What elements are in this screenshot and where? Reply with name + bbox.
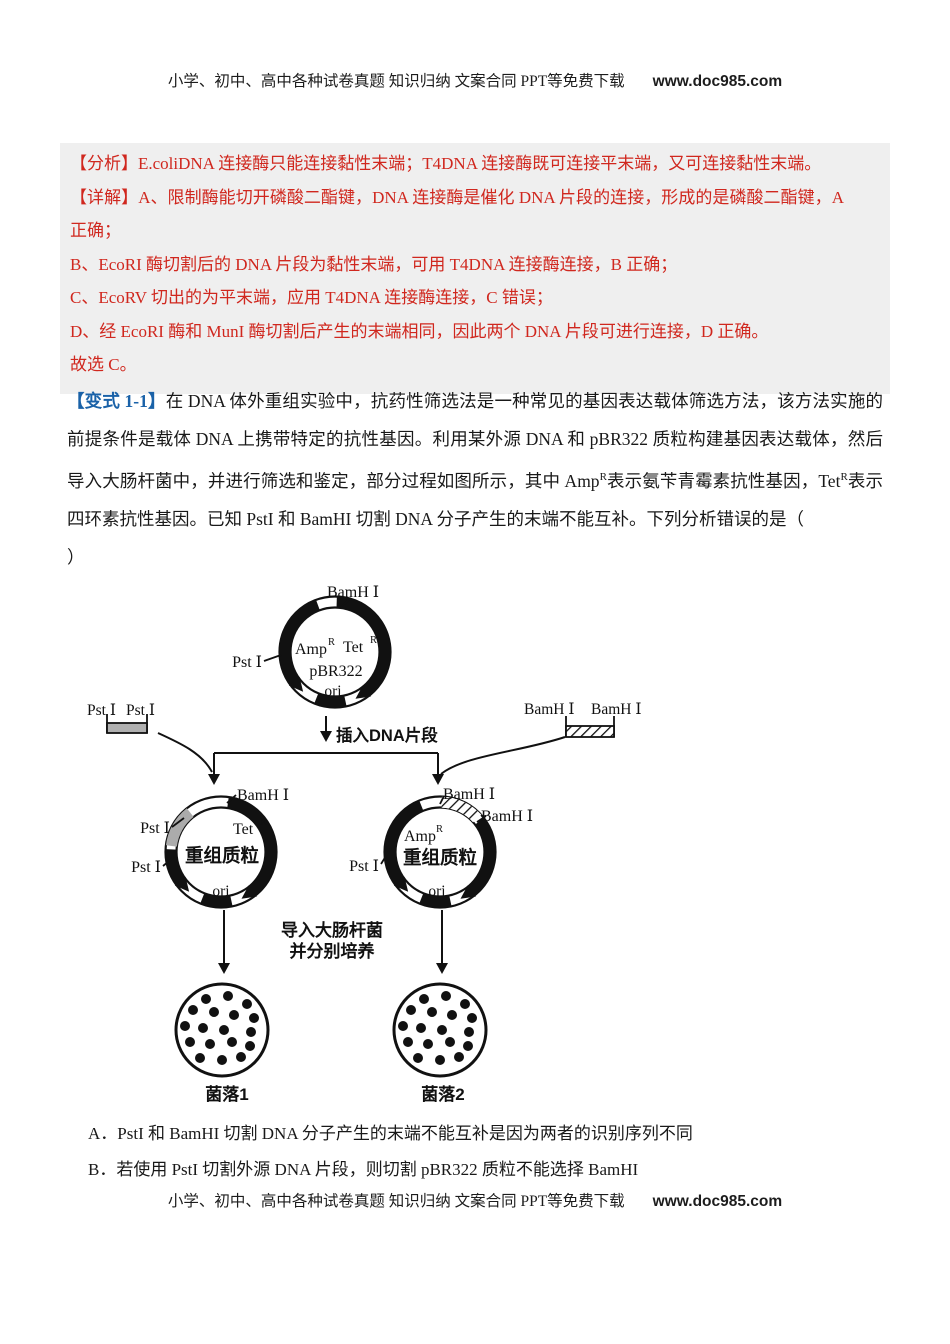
ori-label-right-recomb: ori: [428, 883, 446, 900]
stem-part3: 表示四环素抗性基因。已知 PstI 和 BamHI 切割 DNA 分子产生的末端…: [67, 470, 884, 529]
tet-gene-sup-recomb: R: [260, 817, 267, 828]
bamhi-site-label-top-plasmid: BamH Ⅰ: [327, 584, 379, 601]
amp-gene-label: Amp: [295, 641, 327, 658]
option-a-label: A．: [88, 1124, 118, 1143]
transform-caption-line2: 并分别培养: [290, 941, 376, 961]
footer-text: 小学、初中、高中各种试卷真题 知识归纳 文案合同 PPT等免费下载: [167, 1193, 625, 1210]
transform-caption-line1: 导入大肠杆菌: [281, 920, 383, 940]
analysis-paragraph: 【分析】E.coliDNA 连接酶只能连接黏性末端；T4DNA 连接酶既可连接平…: [70, 147, 844, 181]
bamhi-site-label-right-recomb-2: BamH Ⅰ: [481, 808, 533, 825]
ori-label-top-plasmid: ori: [324, 683, 342, 700]
bamhi-site-label-right-recomb-1: BamH Ⅰ: [443, 786, 495, 803]
junction-connectors: [157, 732, 566, 785]
plate1-label: 菌落1: [205, 1085, 248, 1104]
ori-label-left-recomb: ori: [212, 883, 230, 900]
option-b-label: B．: [88, 1160, 117, 1179]
question-stem: 【变式 1-1】在 DNA 体外重组实验中，抗药性筛选法是一种常见的基因表达载体…: [67, 382, 883, 576]
psti-end-label-1: Pst Ⅰ: [87, 702, 116, 719]
explanation-item-d: D、经 EcoRI 酶和 MunI 酶切割后产生的末端相同，因此两个 DNA 片…: [70, 321, 769, 341]
insert-caption: 插入DNA片段: [336, 725, 438, 745]
variant-tag: 【变式 1-1】: [67, 391, 166, 411]
header-site-url: www.doc985.com: [652, 73, 783, 90]
option-a: A．PstI 和 BamHI 切割 DNA 分子产生的末端不能互补是因为两者的识…: [88, 1119, 693, 1144]
analysis-tag: 【分析】: [70, 154, 138, 173]
colony-plate-1: 菌落1: [174, 982, 270, 1104]
pbr322-plasmid-map: BamH Ⅰ Pst Ⅰ Amp R Tet R pBR322 ori: [232, 584, 392, 709]
footer-site-url: www.doc985.com: [652, 1193, 783, 1210]
explanation-item-a: 【详解】A、限制酶能切开磷酸二酯键，DNA 连接酶是催化 DNA 片段的连接，形…: [70, 181, 844, 248]
tet-gene-sup: R: [370, 635, 377, 646]
page-header: 小学、初中、高中各种试卷真题 知识归纳 文案合同 PPT等免费下载 www.doc…: [0, 69, 950, 91]
analysis-text: E.coliDNA 连接酶只能连接黏性末端；T4DNA 连接酶既可连接平末端，又…: [138, 154, 822, 173]
recombinant-plasmid-amp: BamH Ⅰ BamH Ⅰ Pst Ⅰ Amp R 重组质粒 ori: [349, 786, 533, 909]
option-a-text: PstI 和 BamHI 切割 DNA 分子产生的末端不能互补是因为两者的识别序…: [117, 1124, 693, 1143]
stem-part2: 表示氨苄青霉素抗性基因，Tet: [606, 470, 841, 491]
stem-close-paren: ）: [67, 546, 85, 567]
explanation-tag: 【详解】: [70, 187, 139, 207]
tet-gene-label-recomb: Tet: [233, 821, 254, 838]
psti-site-label-right-recomb: Pst Ⅰ: [349, 858, 379, 875]
amp-gene-sup-recomb: R: [436, 824, 443, 835]
stem-part1: 在 DNA 体外重组实验中，抗药性筛选法是一种常见的基因表达载体筛选方法，该方法…: [67, 391, 883, 491]
option-b: B．若使用 PstI 切割外源 DNA 片段，则切割 pBR322 质粒不能选择…: [88, 1155, 638, 1180]
insert-step: 插入DNA片段: [320, 716, 438, 745]
psti-dna-fragment: Pst Ⅰ Pst Ⅰ: [87, 702, 155, 734]
transformation-step: 导入大肠杆菌 并分别培养: [218, 910, 448, 974]
explanation-item-b: B、EcoRI 酶切割后的 DNA 片段为黏性末端，可用 T4DNA 连接酶连接…: [70, 254, 678, 274]
explanation-conclusion: 故选 C。: [70, 355, 137, 374]
tet-superscript: R: [840, 471, 848, 483]
amp-gene-sup: R: [328, 637, 335, 648]
answer-analysis-block: 【分析】E.coliDNA 连接酶只能连接黏性末端；T4DNA 连接酶既可连接平…: [60, 143, 890, 394]
bamhi-dna-fragment: BamH Ⅰ BamH Ⅰ: [524, 701, 641, 738]
psti-site-label-left-recomb-lower: Pst Ⅰ: [131, 859, 161, 876]
explanation-item-c: C、EcoRV 切出的为平末端，应用 T4DNA 连接酶连接，C 错误；: [70, 288, 553, 307]
amp-gene-label-recomb: Amp: [404, 828, 436, 845]
plasmid-construction-diagram: BamH Ⅰ Pst Ⅰ Amp R Tet R pBR322 ori Pst …: [87, 584, 641, 1104]
explanation-a-text: A、限制酶能切开磷酸二酯键，DNA 连接酶是催化 DNA 片段的连接，形成的是磷…: [70, 187, 845, 241]
option-b-text: 若使用 PstI 切割外源 DNA 片段，则切割 pBR322 质粒不能选择 B…: [116, 1160, 639, 1179]
recombinant-plasmid-tet: BamH Ⅰ Pst Ⅰ Pst Ⅰ Tet R 重组质粒 ori: [131, 787, 289, 909]
bamhi-end-label-2: BamH Ⅰ: [591, 701, 641, 718]
tet-gene-label: Tet: [343, 639, 364, 656]
psti-site-label-left-recomb-upper: Pst Ⅰ: [140, 820, 170, 837]
bamhi-end-label-1: BamH Ⅰ: [524, 701, 574, 718]
page-footer: 小学、初中、高中各种试卷真题 知识归纳 文案合同 PPT等免费下载 www.doc…: [0, 1189, 950, 1211]
recombinant-label-right: 重组质粒: [403, 847, 478, 868]
bamhi-fragment-bar: [565, 725, 615, 738]
psti-fragment-bar: [106, 722, 148, 734]
plate2-label: 菌落2: [421, 1085, 464, 1104]
psti-end-label-2: Pst Ⅰ: [126, 702, 155, 719]
bamhi-site-label-left-recomb: BamH Ⅰ: [237, 787, 289, 804]
plasmid-name-label: pBR322: [309, 663, 362, 680]
colony-plate-2: 菌落2: [392, 982, 488, 1104]
header-text: 小学、初中、高中各种试卷真题 知识归纳 文案合同 PPT等免费下载: [167, 73, 625, 90]
psti-site-label-top-plasmid: Pst Ⅰ: [232, 654, 262, 671]
recombinant-label-left: 重组质粒: [185, 845, 260, 866]
amp-superscript: R: [599, 471, 607, 483]
